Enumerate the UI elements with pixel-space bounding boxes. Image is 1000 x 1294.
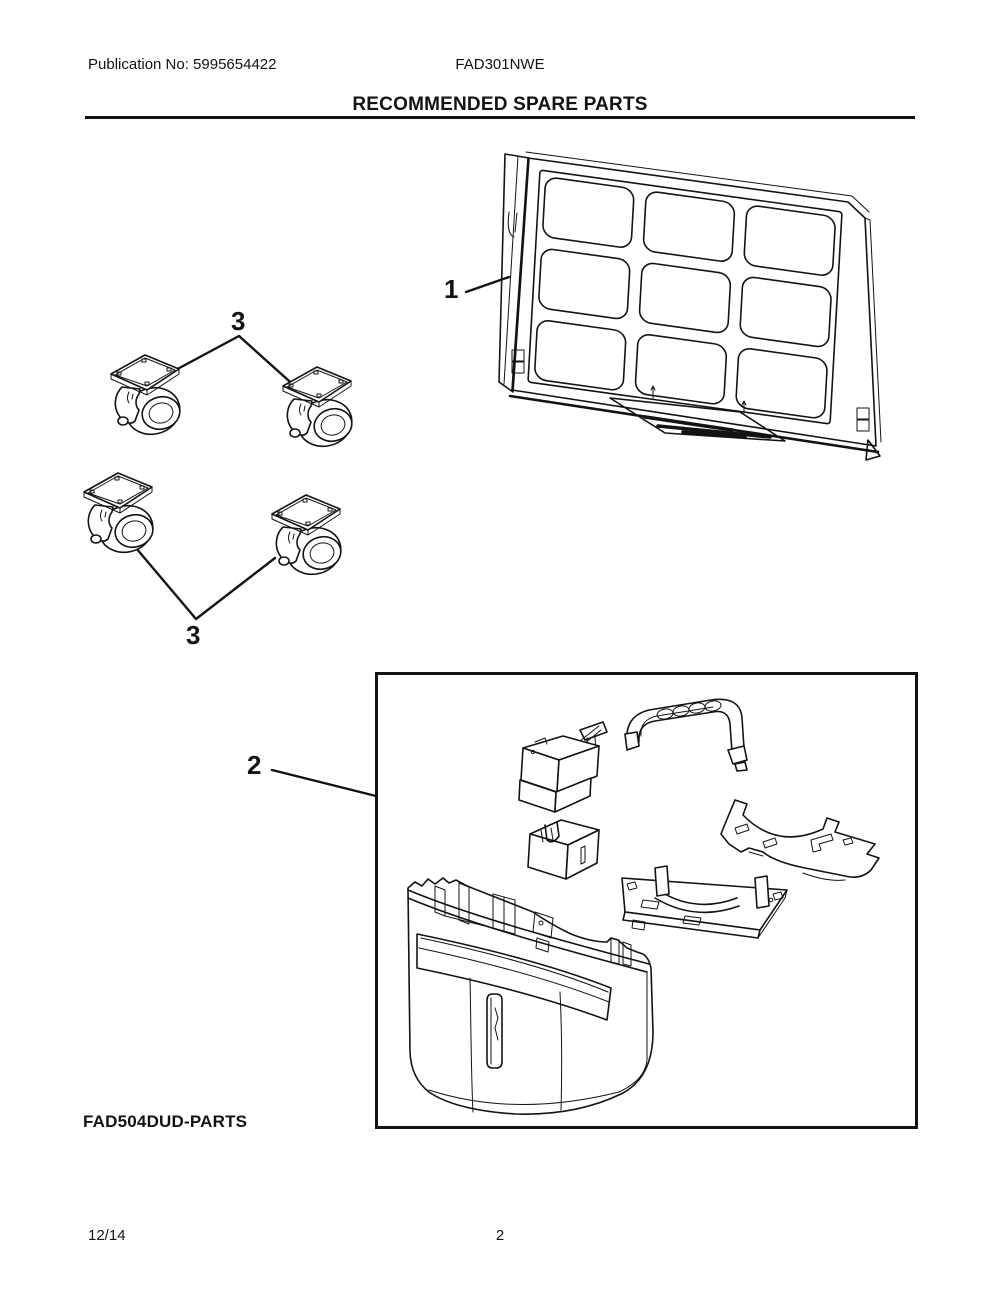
bucket-assembly-illustration: [407, 698, 880, 1115]
callout-3-top: 3: [231, 306, 246, 336]
filter-stand: [609, 385, 786, 442]
leader-lines-3-bottom: [134, 546, 277, 621]
callout-1-filter: 1: [444, 274, 459, 304]
callout-3-bottom: 3: [186, 620, 201, 650]
model-number: FAD301NWE: [455, 56, 545, 73]
page-title: RECOMMENDED SPARE PARTS: [352, 94, 648, 115]
parts-box-2: [375, 672, 918, 1129]
caster-icon: [83, 472, 159, 560]
filter-grid-cells: [528, 170, 842, 424]
caster-icon: [271, 494, 347, 582]
foam-block-part: [527, 819, 600, 880]
casters-illustration: [83, 354, 358, 582]
title-underline: [85, 116, 915, 119]
float-switch-part: [518, 721, 608, 813]
cradle-bracket-part: [621, 865, 788, 939]
footer-page-number: 2: [495, 1227, 505, 1244]
filter-panel-illustration: [498, 151, 882, 461]
handle-part: [624, 698, 748, 772]
publication-number: Publication No: 5995654422: [88, 56, 277, 73]
cover-plate-part: [720, 799, 880, 881]
filter-frame: [498, 151, 882, 461]
section-label: FAD504DUD-PARTS: [83, 1112, 248, 1131]
leader-lines-3-top: [168, 334, 300, 391]
caster-icon: [282, 366, 358, 454]
leader-line-2: [270, 768, 378, 798]
water-bucket-part: [407, 877, 654, 1115]
callout-2-bucket: 2: [247, 750, 262, 780]
caster-icon: [110, 354, 186, 442]
footer-date: 12/14: [88, 1227, 126, 1244]
